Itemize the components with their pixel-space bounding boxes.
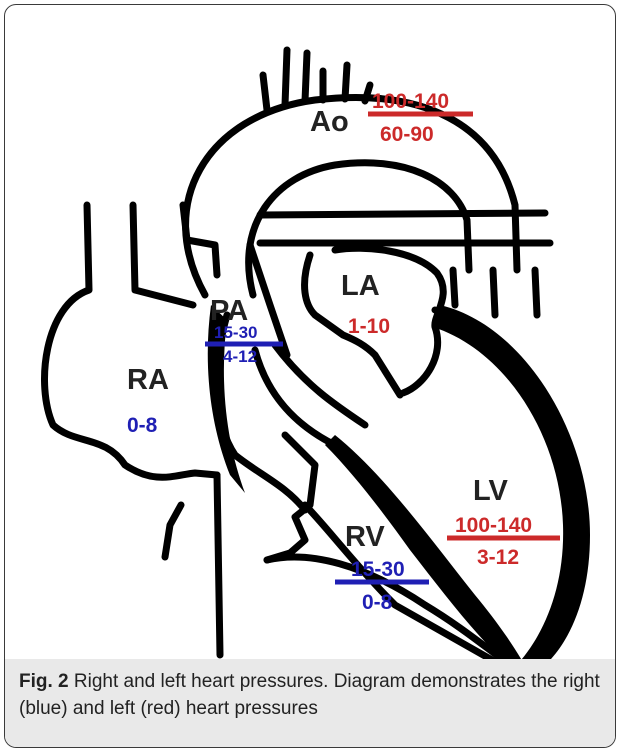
lv-diastolic-value: 3-12 (477, 546, 519, 569)
caption-text: Right and left heart pressures. Diagram … (19, 671, 600, 719)
figure-number: Fig. 2 (19, 671, 69, 692)
ao-label: Ao (310, 106, 349, 138)
ra-label: RA (127, 364, 169, 396)
figure-frame: Ao 100-140 60-90 PA 15-30 4-12 LA 1-10 R… (4, 4, 616, 748)
heart-diagram: Ao 100-140 60-90 PA 15-30 4-12 LA 1-10 R… (5, 5, 616, 685)
pa-diastolic-value: 4-12 (223, 347, 257, 366)
lv-wall (433, 305, 590, 677)
ao-diastolic-value: 60-90 (380, 123, 434, 146)
lv-label: LV (473, 475, 509, 507)
ao-systolic-value: 100-140 (372, 90, 449, 113)
la-pressure-value: 1-10 (348, 315, 390, 338)
lv-systolic-value: 100-140 (455, 514, 532, 537)
rv-diastolic-value: 0-8 (362, 591, 393, 614)
figure-caption: Fig. 2 Right and left heart pressures. D… (19, 668, 605, 722)
la-label: LA (341, 270, 380, 302)
rv-label: RV (345, 521, 385, 553)
pa-systolic-value: 15-30 (214, 323, 257, 342)
ra-pressure-value: 0-8 (127, 414, 158, 437)
rv-systolic-value: 15-30 (351, 558, 405, 581)
